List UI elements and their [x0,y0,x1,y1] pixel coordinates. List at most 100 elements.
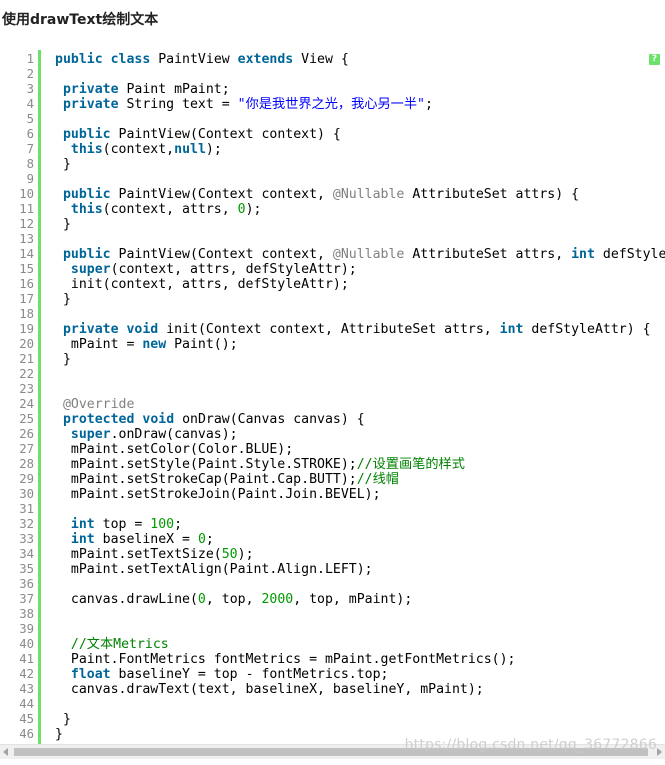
code-line: this(context, attrs, 0); [55,202,665,217]
code-token: String text = [118,97,238,112]
code-line: } [55,352,665,367]
code-line: canvas.drawLine(0, top, 2000, top, mPain… [55,592,665,607]
code-token [55,412,63,427]
scroll-left-arrow-icon[interactable] [3,748,8,756]
code-line: } [55,217,665,232]
code-token: @Override [62,397,135,412]
code-line [55,502,665,517]
code-token: public [55,52,103,67]
line-number: 1 [26,52,34,66]
line-number: 13 [19,232,34,246]
code-token: ); [205,142,222,157]
line-number: 2 [26,67,34,81]
line-number: 4 [26,97,34,111]
line-number: 27 [19,442,34,456]
line-number: 43 [19,682,34,696]
line-number: 17 [19,292,34,306]
line-number: 35 [19,562,34,576]
code-token: protected [62,412,135,427]
code-token: //线帽 [356,472,399,487]
code-line: mPaint.setTextAlign(Paint.Align.LEFT); [55,562,665,577]
code-token: int [499,322,524,337]
code-token: void [142,412,175,427]
line-number: 14 [19,247,34,261]
code-token: PaintView(Context context) { [110,127,341,142]
code-token: int [571,247,595,262]
line-number: 40 [19,637,34,651]
code-token: , top, mPaint); [293,592,413,607]
code-line: } [55,727,665,742]
code-token [103,52,111,67]
code-token: 0 [237,202,246,217]
code-token: init(Context context, AttributeSet attrs… [158,322,500,337]
code-line: Paint.FontMetrics fontMetrics = mPaint.g… [55,652,665,667]
line-number: 24 [19,397,34,411]
code-line: public PaintView(Context context, @Nulla… [55,187,665,202]
code-token [55,142,71,157]
code-token: } [55,712,71,727]
code-token: "你是我世界之光，我心另一半" [237,97,425,112]
help-icon[interactable]: ? [649,54,660,65]
code-token: super [70,427,111,442]
line-number: 10 [19,187,34,201]
code-token: (context, attrs, defStyleAttr); [110,262,357,277]
code-line [55,607,665,622]
code-token: defStyleAttr) { [523,322,651,337]
code-token: float [70,667,111,682]
code-line: } [55,292,665,307]
line-number: 30 [19,487,34,501]
line-number: 37 [19,592,34,606]
code-token [55,637,71,652]
code-token: super [70,262,111,277]
code-line: super.onDraw(canvas); [55,427,665,442]
line-number: 41 [19,652,34,666]
code-line: super(context, attrs, defStyleAttr); [55,262,665,277]
line-number: 21 [19,352,34,366]
code-token: View { [293,52,349,67]
line-number: 9 [26,172,34,186]
code-line [55,67,665,82]
horizontal-scrollbar[interactable] [0,744,665,759]
line-number: 22 [19,367,34,381]
code-token: //设置画笔的样式 [356,457,465,472]
code-token [55,127,63,142]
code-token: baselineX = [94,532,198,547]
code-token: 100 [150,517,175,532]
code-line [55,232,665,247]
code-line: private void init(Context context, Attri… [55,322,665,337]
line-number: 39 [19,622,34,636]
code-content[interactable]: public class PaintView extends View { pr… [55,52,665,742]
scroll-right-arrow-icon[interactable] [657,748,662,756]
line-number: 23 [19,382,34,396]
code-line: mPaint.setColor(Color.BLUE); [55,442,665,457]
line-number: 31 [19,502,34,516]
code-token: private [62,322,119,337]
code-line [55,112,665,127]
line-number: 12 [19,217,34,231]
line-number: 38 [19,607,34,621]
code-token: ; [174,517,183,532]
code-token: top = [94,517,151,532]
page-title: 使用drawText绘制文本 [2,12,159,28]
code-line [55,577,665,592]
code-line: this(context,null); [55,142,665,157]
code-token: class [110,52,151,67]
scrollbar-thumb[interactable] [14,748,648,756]
line-number: 16 [19,277,34,291]
code-token: mPaint.setStyle(Paint.Style.STROKE); [55,457,357,472]
code-token: ); [245,202,262,217]
line-number: 45 [19,712,34,726]
code-token: } [55,217,71,232]
code-line: public class PaintView extends View { [55,52,665,67]
code-token: AttributeSet attrs, [404,247,572,262]
code-line [55,172,665,187]
code-token: public [62,127,111,142]
line-number: 28 [19,457,34,471]
code-line [55,697,665,712]
code-line: mPaint.setTextSize(50); [55,547,665,562]
code-line: float baselineY = top - fontMetrics.top; [55,667,665,682]
line-number: 33 [19,532,34,546]
code-token: int [70,517,95,532]
code-token: (context, [102,142,175,157]
line-number: 19 [19,322,34,336]
